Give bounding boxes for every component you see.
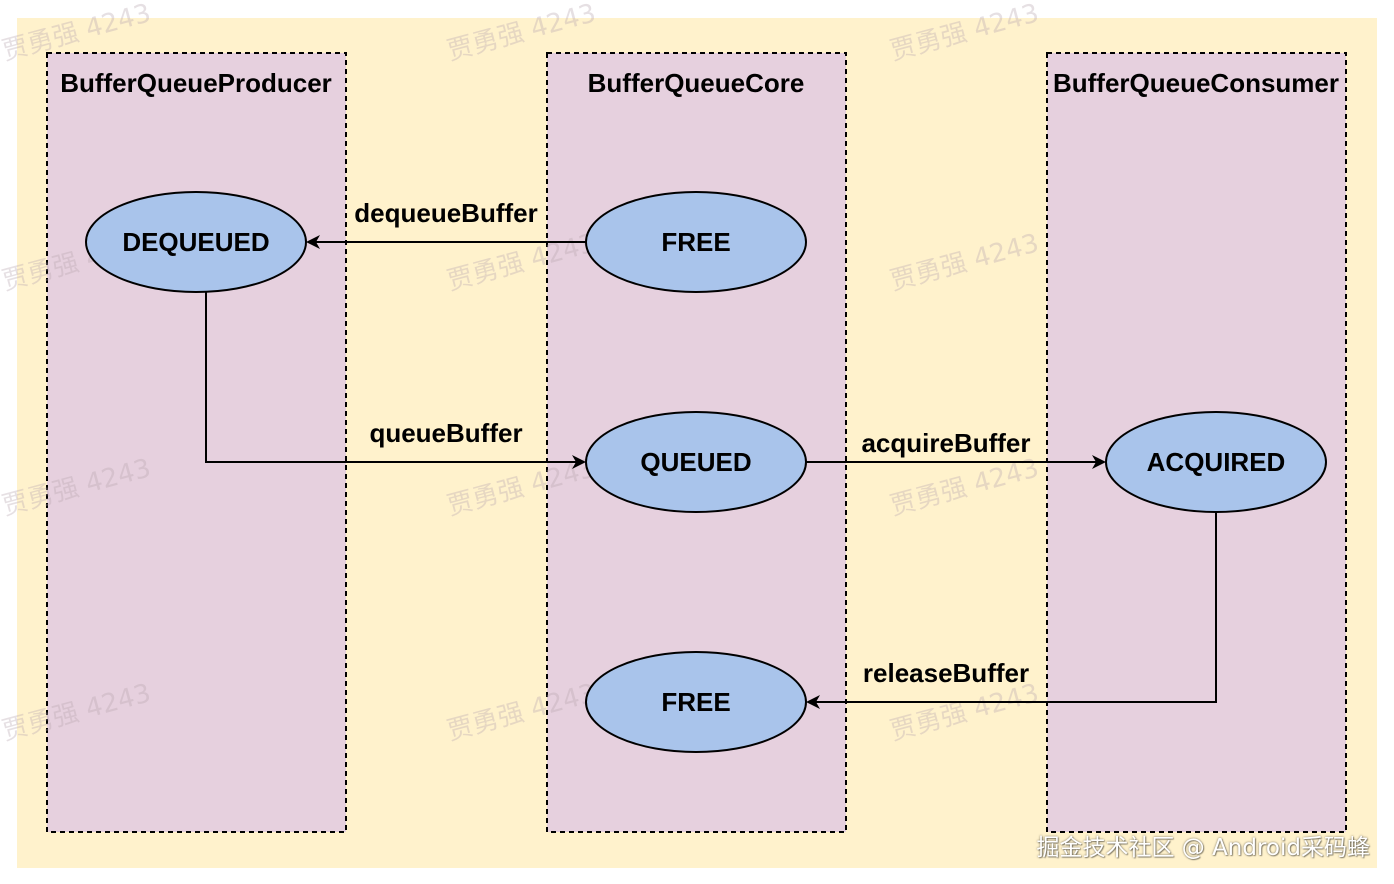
node-dequeued-shape xyxy=(85,191,307,293)
lane-title-core: BufferQueueCore xyxy=(588,68,805,98)
footer-credit-watermark: 掘金技术社区 @ Android采码蜂 xyxy=(1036,835,1370,861)
node-acquired-shape xyxy=(1105,411,1327,513)
node-free-top-shape xyxy=(585,191,807,293)
node-free-bottom: FREE xyxy=(585,651,807,753)
edge-label-dequeue: dequeueBuffer xyxy=(354,198,537,228)
node-queued-shape xyxy=(585,411,807,513)
node-free-top-label: FREE xyxy=(661,227,730,257)
node-queued-label: QUEUED xyxy=(640,447,751,477)
node-queued: QUEUED xyxy=(585,411,807,513)
node-free-bottom-shape xyxy=(585,651,807,753)
lane-title-producer: BufferQueueProducer xyxy=(60,68,332,98)
node-acquired: ACQUIRED xyxy=(1105,411,1327,513)
edge-label-release: releaseBuffer xyxy=(863,658,1029,688)
node-dequeued-label: DEQUEUED xyxy=(122,227,269,257)
node-free-top: FREE xyxy=(585,191,807,293)
node-free-bottom-label: FREE xyxy=(661,687,730,717)
node-dequeued: DEQUEUED xyxy=(85,191,307,293)
edge-release-arrow xyxy=(806,512,1217,709)
edge-label-acquire: acquireBuffer xyxy=(861,428,1030,458)
lane-producer xyxy=(46,52,347,833)
node-acquired-label: ACQUIRED xyxy=(1147,447,1286,477)
lane-title-consumer: BufferQueueConsumer xyxy=(1053,68,1339,98)
edge-queue-arrow xyxy=(205,292,586,469)
edge-label-queue: queueBuffer xyxy=(369,418,522,448)
